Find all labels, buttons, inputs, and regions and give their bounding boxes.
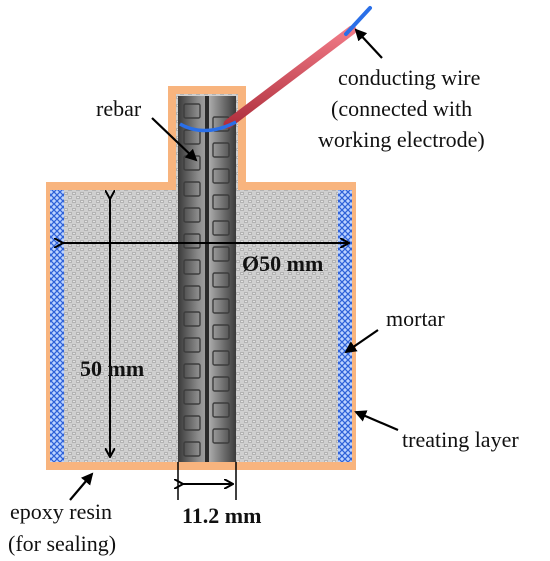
rebar-rib — [183, 259, 201, 275]
rebar-rib — [183, 207, 201, 223]
rebar-rib — [183, 285, 201, 301]
label-rebar-width: 11.2 mm — [182, 503, 261, 528]
rebar-rib — [212, 376, 230, 392]
mortar-leader-arrow — [344, 329, 379, 354]
label-conducting-wire-1: conducting wire — [338, 65, 480, 90]
rebar-bar — [178, 96, 236, 462]
rebar-rib — [212, 324, 230, 340]
rebar-rib — [212, 402, 230, 418]
label-conducting-wire-2: (connected with — [331, 96, 472, 121]
rebar-rib — [212, 350, 230, 366]
label-treating-layer: treating layer — [402, 427, 519, 452]
label-diameter: Ø50 mm — [242, 251, 323, 276]
rebar-rib — [212, 428, 230, 444]
rebar-rib — [212, 220, 230, 236]
rebar-rib — [183, 337, 201, 353]
rebar-rib — [212, 272, 230, 288]
rebar-rib — [183, 181, 201, 197]
label-mortar: mortar — [386, 306, 445, 331]
label-rebar: rebar — [96, 96, 142, 121]
label-epoxy-2: (for sealing) — [8, 531, 116, 556]
rebar-rib — [212, 142, 230, 158]
treating-layer-right — [338, 190, 352, 462]
rebar-rib — [212, 168, 230, 184]
rebar-rib — [183, 389, 201, 405]
conducting-wire — [179, 6, 372, 133]
rebar-leader-arrow — [151, 117, 198, 162]
label-conducting-wire-3: working electrode) — [318, 127, 485, 152]
rebar-rib — [183, 311, 201, 327]
treating-layer-left — [50, 190, 64, 462]
wire-leader-arrow — [354, 28, 383, 59]
treating-leader-arrow — [354, 410, 399, 432]
rebar-rib — [183, 363, 201, 379]
rebar-rib — [183, 441, 201, 457]
rebar-rib — [212, 298, 230, 314]
rebar-width-dimension — [178, 462, 237, 500]
label-height: 50 mm — [80, 356, 144, 381]
rebar-rib — [183, 415, 201, 431]
rebar-rib — [183, 103, 201, 119]
rebar-rib — [212, 194, 230, 210]
epoxy-leader-arrow — [69, 472, 94, 501]
label-epoxy-1: epoxy resin — [10, 499, 112, 524]
